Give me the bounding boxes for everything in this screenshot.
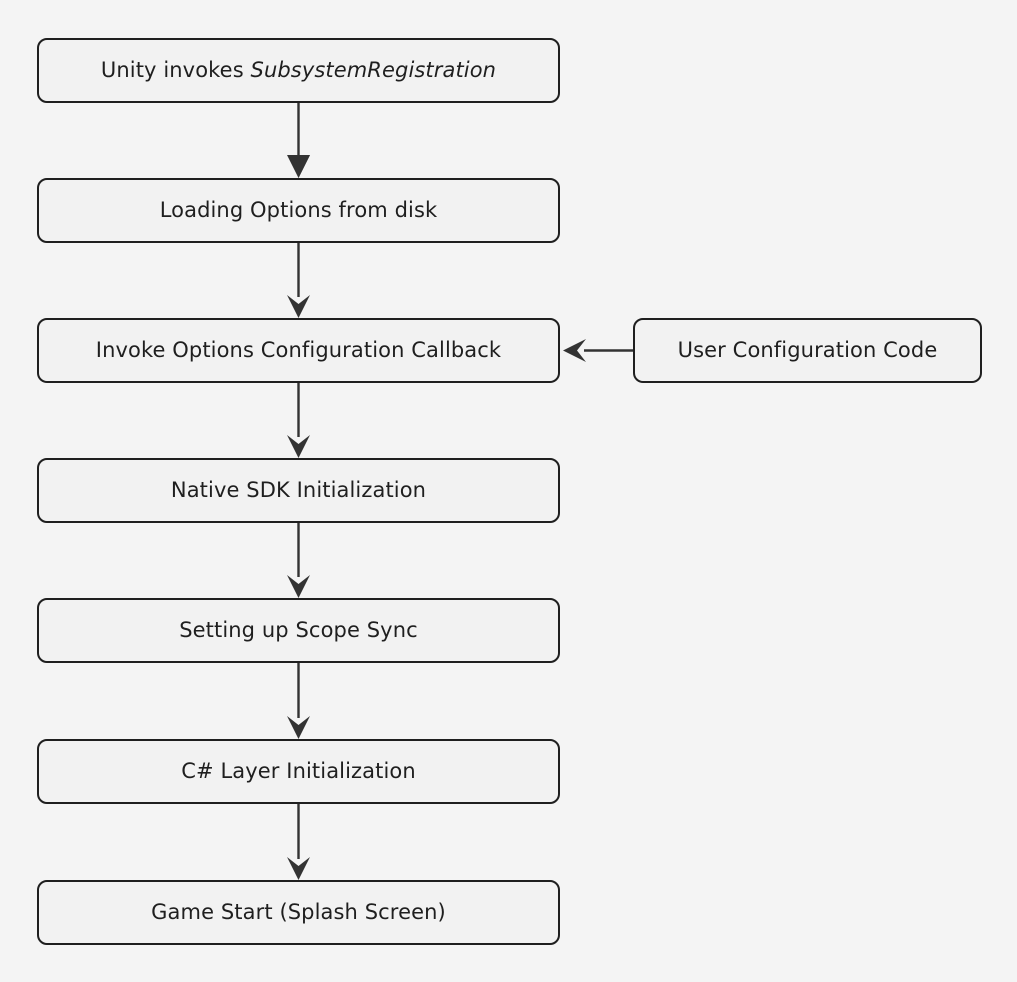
node-label-text: Unity invokes (100, 57, 251, 82)
flowchart-node-native-sdk-initialization[interactable]: Native SDK Initialization (37, 458, 560, 523)
node-label: Unity invokes SubsystemRegistration (101, 58, 496, 83)
flowchart-node-unity-invokes-subsystemregistration[interactable]: Unity invokes SubsystemRegistration (37, 38, 560, 103)
node-label: C# Layer Initialization (181, 758, 416, 783)
edge-n5-n6 (287, 663, 310, 739)
flowchart-node-setting-up-scope-sync[interactable]: Setting up Scope Sync (37, 598, 560, 663)
flowchart-node-game-start-splash-screen[interactable]: Game Start (Splash Screen) (37, 880, 560, 945)
node-label: Loading Options from disk (159, 197, 438, 222)
node-label-emphasis: SubsystemRegistration (250, 57, 497, 82)
node-label: User Configuration Code (677, 337, 938, 362)
flowchart-node-invoke-options-configuration-callback[interactable]: Invoke Options Configuration Callback (37, 318, 560, 383)
edge-n6-n7 (287, 804, 310, 880)
edge-n3-n4 (287, 383, 310, 458)
node-label: Native SDK Initialization (170, 477, 427, 502)
edge-n2-n3 (287, 243, 310, 318)
node-label: Game Start (Splash Screen) (151, 899, 446, 924)
edge-s1-n3 (563, 339, 633, 362)
flowchart-node-loading-options-from-disk[interactable]: Loading Options from disk (37, 178, 560, 243)
node-label: Invoke Options Configuration Callback (95, 337, 502, 362)
edge-n1-n2 (287, 103, 310, 178)
node-label: Setting up Scope Sync (179, 617, 418, 642)
flowchart-node-csharp-layer-initialization[interactable]: C# Layer Initialization (37, 739, 560, 804)
edge-n4-n5 (287, 523, 310, 598)
flowchart-node-user-configuration-code[interactable]: User Configuration Code (633, 318, 982, 383)
